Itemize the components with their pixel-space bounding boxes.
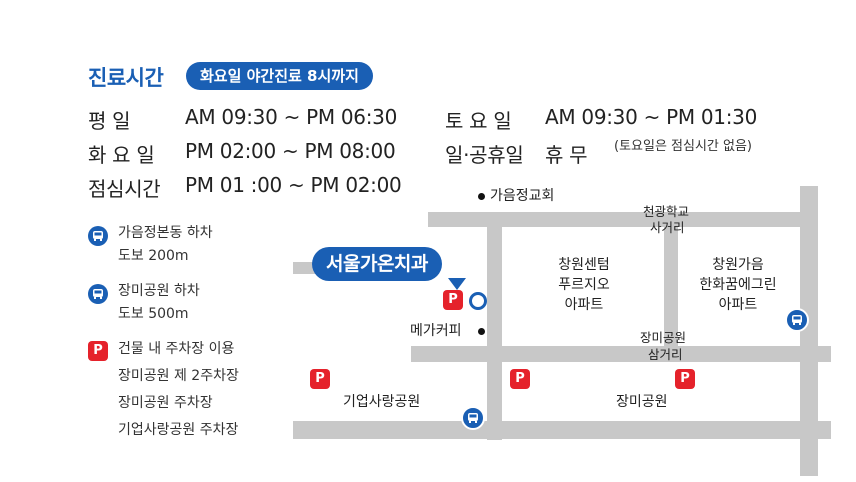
road-middle (411, 346, 831, 362)
parking-icon: P (510, 369, 530, 389)
saturday-note: (토요일은 점심시간 없음) (614, 139, 753, 154)
lunch-hours: PM 01 :00 ~ PM 02:00 (185, 173, 402, 197)
parking-icon: P (310, 369, 330, 389)
church-label: 가음정교회 (490, 188, 555, 204)
parking-icon: P (443, 290, 463, 310)
junction2-line1: 장미공원 (640, 330, 687, 345)
clinic-name-bubble: 서울가온치과 (312, 247, 442, 281)
bus2-walk-text: 도보 500m (118, 306, 189, 322)
saturday-label: 토 요 일 (445, 109, 512, 133)
apt2-line1: 창원가음 (712, 257, 764, 273)
office-hours-title: 진료시간 (88, 66, 164, 90)
bus1-stop-text: 가음정본동 하차 (118, 225, 213, 241)
saturday-hours: AM 09:30 ~ PM 01:30 (545, 105, 758, 129)
bus-icon (461, 406, 485, 430)
lunch-label: 점심시간 (88, 177, 161, 201)
apt2-line2: 한화꿈에그린 (699, 277, 777, 293)
parking-line-3: 장미공원 주차장 (118, 395, 213, 411)
tuesday-hours: PM 02:00 ~ PM 08:00 (185, 139, 396, 163)
apt2-line3: 아파트 (718, 297, 758, 313)
road-vertical-1 (487, 212, 502, 440)
road-vertical-2 (664, 212, 678, 348)
apt1-line1: 창원센텀 (558, 257, 610, 273)
bus1-walk-text: 도보 200m (118, 248, 189, 264)
holiday-label: 일·공휴일 (445, 143, 524, 167)
parking-line-1: 건물 내 주차장 이용 (118, 341, 235, 357)
park1-label: 기업사랑공원 (343, 394, 421, 410)
weekday-label: 평 일 (88, 109, 131, 133)
junction1-line2: 사거리 (650, 220, 685, 235)
bus-icon (785, 308, 809, 332)
parking-icon: P (675, 369, 695, 389)
tuesday-label: 화 요 일 (88, 143, 155, 167)
junction2-line2: 삼거리 (648, 347, 683, 362)
bus-icon (88, 284, 108, 304)
road-vertical-3 (800, 186, 818, 476)
apt1-line3: 아파트 (564, 297, 604, 313)
clinic-bubble-tail (448, 278, 466, 290)
apt1-line2: 푸르지오 (558, 277, 610, 293)
parking-icon: P (88, 341, 108, 361)
holiday-value: 휴 무 (545, 143, 588, 167)
megacoffee-label: 메가커피 (410, 323, 462, 339)
park2-label: 장미공원 (616, 394, 668, 410)
bus-icon (88, 226, 108, 246)
bullet-dot-icon (478, 328, 485, 335)
parking-line-2: 장미공원 제 2주차장 (118, 368, 239, 384)
junction1-line1: 천광학교 (643, 204, 690, 219)
road-bottom (293, 421, 831, 439)
location-ring-icon (469, 292, 487, 310)
weekday-hours: AM 09:30 ~ PM 06:30 (185, 105, 398, 129)
road-top (428, 212, 818, 227)
bus2-stop-text: 장미공원 하차 (118, 283, 200, 299)
tuesday-night-badge: 화요일 야간진료 8시까지 (186, 62, 373, 90)
bullet-dot-icon (478, 193, 485, 200)
parking-line-4: 기업사랑공원 주차장 (118, 422, 239, 438)
